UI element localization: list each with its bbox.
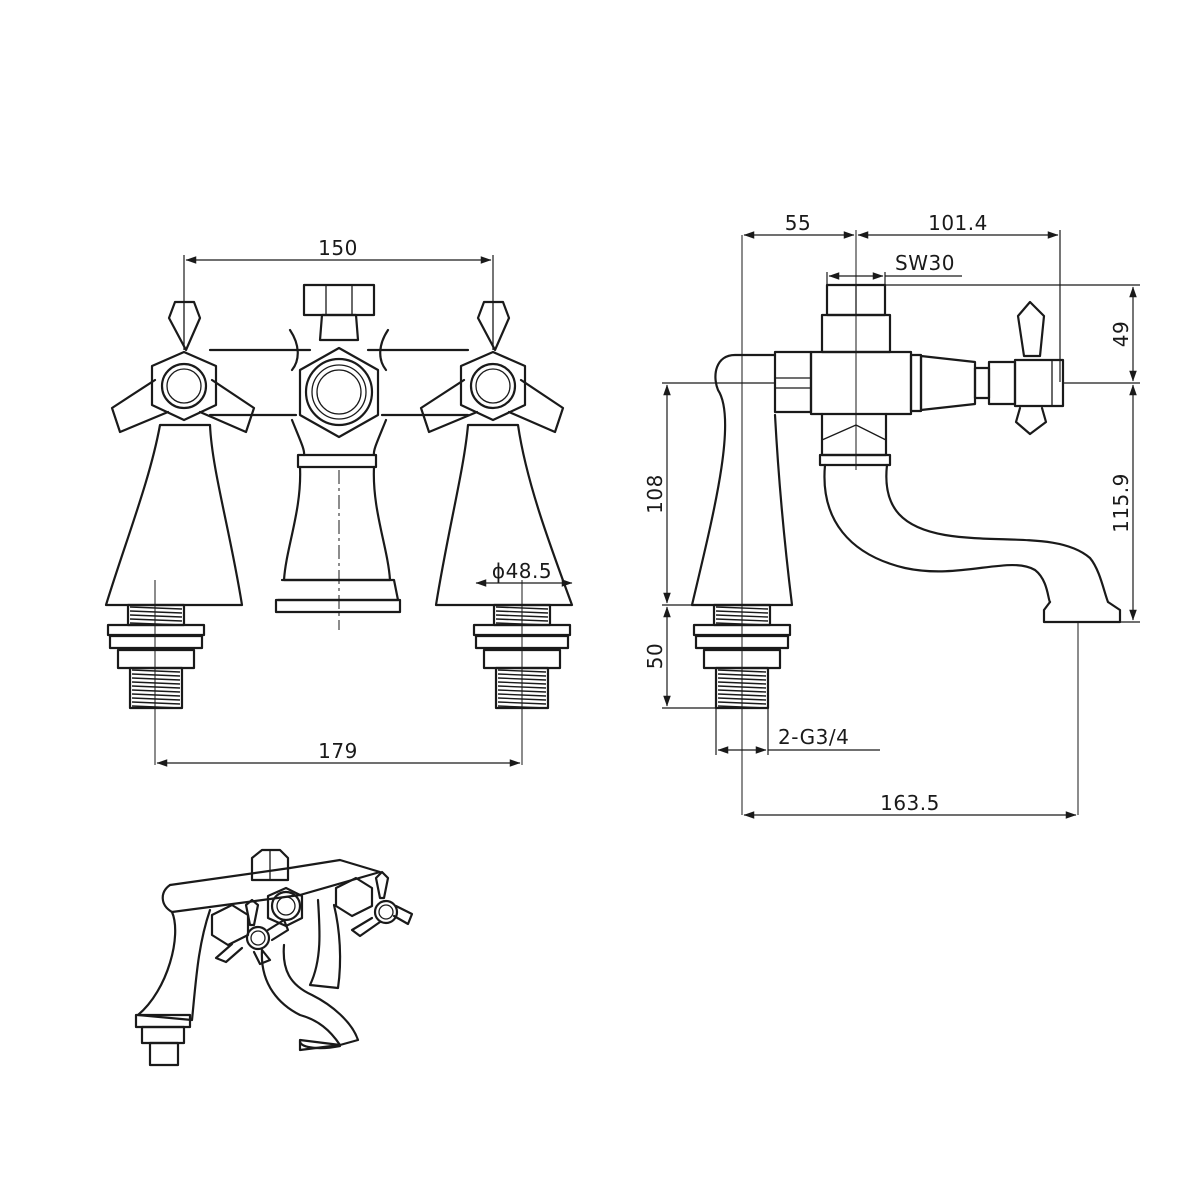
side-valve-body bbox=[773, 283, 1065, 467]
thread-line bbox=[497, 681, 547, 685]
thread-line bbox=[131, 689, 181, 693]
thread-line bbox=[497, 701, 547, 705]
dim-label-55: 55 bbox=[785, 211, 811, 235]
dim-label-101-4: 101.4 bbox=[928, 211, 988, 235]
side-spout bbox=[823, 463, 1122, 624]
dim-label-50: 50 bbox=[643, 643, 667, 669]
isometric-view bbox=[134, 848, 414, 1067]
thread-line bbox=[497, 697, 547, 701]
thread-line bbox=[495, 614, 549, 618]
dim-side-left: 108 50 bbox=[643, 382, 775, 709]
thread-line bbox=[497, 685, 547, 689]
dim-label-diameter: ϕ48.5 bbox=[492, 559, 552, 583]
thread-line bbox=[131, 669, 181, 673]
thread-line bbox=[497, 693, 547, 697]
dim-label-49: 49 bbox=[1109, 321, 1133, 347]
thread-line bbox=[495, 610, 549, 614]
thread-line bbox=[129, 614, 183, 618]
dim-label-thread: 2-G3/4 bbox=[778, 725, 849, 749]
dim-label-sw30: SW30 bbox=[895, 251, 955, 275]
thread-line bbox=[497, 669, 547, 673]
dim-label-150: 150 bbox=[318, 236, 358, 260]
thread-line bbox=[131, 673, 181, 677]
dim-label-163-5: 163.5 bbox=[880, 791, 940, 815]
side-view: 55 101.4 SW30 49 115.9 1 bbox=[643, 211, 1140, 819]
thread-line bbox=[129, 622, 183, 626]
front-center-post bbox=[274, 283, 402, 630]
thread-line bbox=[131, 685, 181, 689]
thread-line bbox=[131, 697, 181, 701]
thread-line bbox=[495, 606, 549, 610]
thread-line bbox=[131, 701, 181, 705]
thread-line bbox=[131, 681, 181, 685]
thread-line bbox=[129, 610, 183, 614]
dim-front-179: 179 bbox=[156, 739, 521, 767]
thread-line bbox=[495, 618, 549, 622]
dim-side-thread: 2-G3/4 bbox=[715, 708, 880, 755]
thread-line bbox=[129, 618, 183, 622]
dim-label-115-9: 115.9 bbox=[1109, 473, 1133, 533]
front-view: 150 ϕ48.5 179 bbox=[104, 236, 574, 767]
dim-label-108: 108 bbox=[643, 474, 667, 514]
thread-line bbox=[497, 705, 547, 709]
dim-front-diameter: ϕ48.5 bbox=[475, 559, 573, 587]
thread-line bbox=[497, 689, 547, 693]
front-left-valve bbox=[104, 300, 256, 765]
front-right-valve bbox=[419, 300, 574, 765]
front-thread-hatching bbox=[129, 606, 549, 709]
dim-side-right: 49 115.9 bbox=[885, 284, 1140, 623]
thread-line bbox=[131, 705, 181, 709]
thread-line bbox=[131, 693, 181, 697]
thread-line bbox=[497, 677, 547, 681]
dim-front-150: 150 bbox=[183, 236, 494, 302]
thread-line bbox=[495, 622, 549, 626]
dim-side-sw30: SW30 bbox=[826, 251, 962, 285]
thread-line bbox=[131, 677, 181, 681]
dim-side-top: 55 101.4 bbox=[743, 211, 1061, 382]
thread-line bbox=[129, 606, 183, 610]
thread-line bbox=[497, 673, 547, 677]
dim-label-179: 179 bbox=[318, 739, 358, 763]
front-crossbar bbox=[208, 328, 470, 457]
dim-side-163-5: 163.5 bbox=[743, 791, 1077, 819]
